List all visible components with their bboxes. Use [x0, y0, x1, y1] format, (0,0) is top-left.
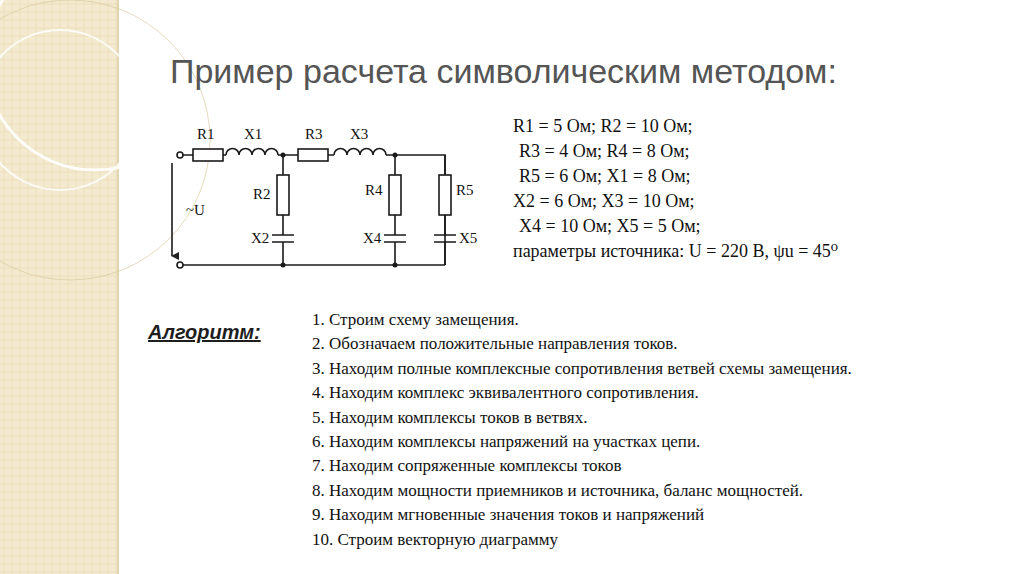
algorithm-step: 9. Находим мгновенные значения токов и н…: [312, 505, 704, 525]
parameter-line: R3 = 4 Ом; R4 = 8 Ом;: [519, 141, 690, 162]
component-label: R2: [253, 186, 271, 203]
decor-circle: [0, 0, 210, 280]
algorithm-step: 2. Обозначаем положительные направления …: [312, 334, 678, 354]
component-label: X5: [459, 230, 477, 247]
parameter-line: X4 = 10 Ом; X5 = 5 Ом;: [519, 216, 701, 237]
parameter-line: параметры источника: U = 220 В, ψu = 45⁰: [513, 241, 838, 262]
branch: [384, 155, 406, 265]
parameter-line: R5 = 6 Ом; X1 = 8 Ом;: [519, 166, 691, 187]
voltage-arrow: [171, 163, 173, 256]
algorithm-step: 7. Находим сопряженные комплексы токов: [312, 456, 622, 476]
algorithm-step: 6. Находим комплексы напряжений на участ…: [312, 432, 700, 452]
branch: [434, 155, 456, 265]
decor-strip: [0, 0, 118, 574]
decor-line: [117, 0, 119, 574]
resistor-symbol: [193, 149, 223, 161]
slide-title: Пример расчета символическим методом:: [170, 52, 837, 91]
algorithm-step: 10. Строим векторную диаграмму: [312, 530, 558, 550]
branch: [272, 155, 294, 265]
parameter-line: R1 = 5 Ом; R2 = 10 Ом;: [513, 116, 693, 137]
terminal: [177, 262, 183, 268]
component-label: X2: [251, 230, 269, 247]
component-label: X3: [350, 126, 368, 143]
component-label: R1: [197, 126, 215, 143]
component-label: R5: [456, 182, 474, 199]
circuit: [172, 149, 456, 268]
algorithm-step: 1. Строим схему замещения.: [312, 310, 519, 330]
component-label: R4: [365, 182, 383, 199]
algorithm-step: 8. Находим мощности приемников и источни…: [312, 481, 803, 501]
decor-circle: [0, 30, 140, 190]
resistor-symbol: [298, 149, 328, 161]
terminal: [177, 152, 183, 158]
wire: [183, 155, 445, 265]
junctions: [281, 153, 398, 268]
source-label: ~U: [186, 202, 205, 219]
algorithm-step: 5. Находим комплексы токов в ветвях.: [312, 408, 587, 428]
section-heading: Алгоритм:: [148, 321, 261, 344]
inductor-symbol: [334, 149, 386, 155]
algorithm-step: 4. Находим комплекс эквивалентного сопро…: [312, 383, 699, 403]
component-label: R3: [305, 126, 323, 143]
parameter-line: X2 = 6 Ом; X3 = 10 Ом;: [513, 191, 695, 212]
component-label: X1: [244, 126, 262, 143]
component-label: X4: [363, 230, 381, 247]
inductor-symbol: [226, 149, 278, 155]
algorithm-step: 3. Находим полные комплексные сопротивле…: [312, 359, 852, 379]
